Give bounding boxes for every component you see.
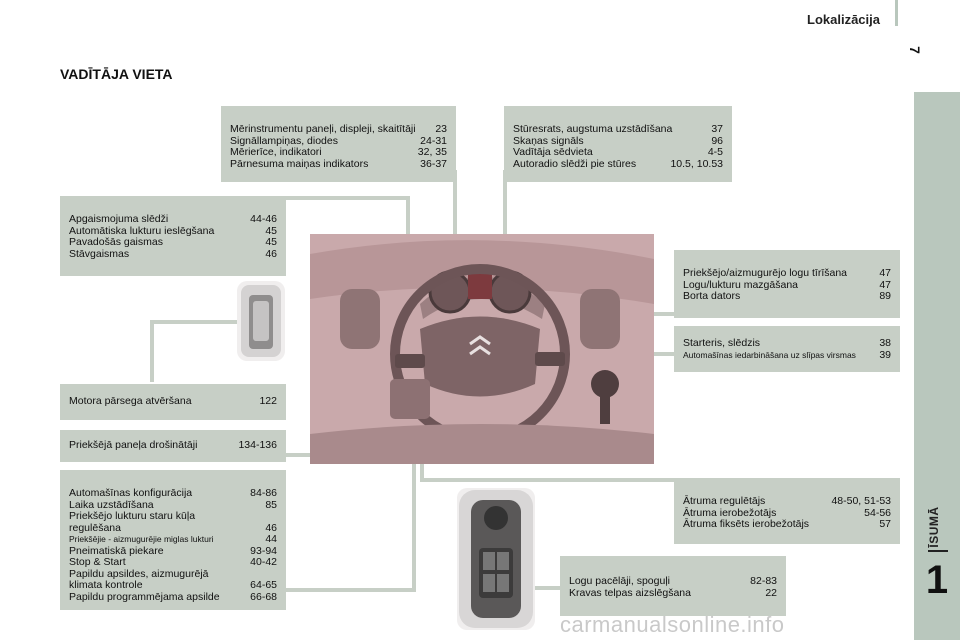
- bonnet-lever-photo: [237, 281, 285, 361]
- page-number: 7: [906, 46, 923, 54]
- leader-line: [286, 588, 416, 592]
- list-item[interactable]: Automašīnas iedarbināšana uz slīpas virs…: [683, 348, 891, 361]
- leader-line: [453, 170, 457, 290]
- instruments-box: Mērinstrumentu paneļi, displeji, skaitīt…: [221, 106, 456, 182]
- watermark: carmanualsonline.info: [560, 612, 785, 637]
- leader-line: [420, 478, 674, 482]
- bonnet-lever-illustration: [241, 285, 281, 357]
- chapter-side-tab[interactable]: [914, 92, 960, 640]
- window-switch-photo: [457, 488, 535, 630]
- leader-line: [412, 365, 416, 590]
- chapter-divider: [928, 550, 948, 552]
- chapter-number: 1: [925, 558, 949, 602]
- leader-line: [150, 320, 154, 382]
- dashboard-photo: [310, 234, 654, 464]
- section-title: VADĪTĀJA VIETA: [60, 66, 173, 82]
- list-item[interactable]: Papildu apsildes, aizmugurējā klimata ko…: [69, 567, 277, 591]
- leader-line: [520, 586, 560, 590]
- list-item[interactable]: Mērinstrumentu paneļi, displeji, skaitīt…: [230, 123, 447, 135]
- dashboard-illustration: [310, 234, 654, 464]
- list-item[interactable]: Priekšējie - aizmugurējie miglas lukturi…: [69, 533, 277, 545]
- leader-line: [286, 196, 410, 200]
- chapter-tab-label: ĪSUMĀ: [927, 506, 941, 548]
- leader-line: [150, 320, 240, 324]
- window-switch-illustration: [459, 490, 533, 628]
- running-header-title: Lokalizācija: [807, 12, 880, 27]
- header-divider: [895, 0, 898, 26]
